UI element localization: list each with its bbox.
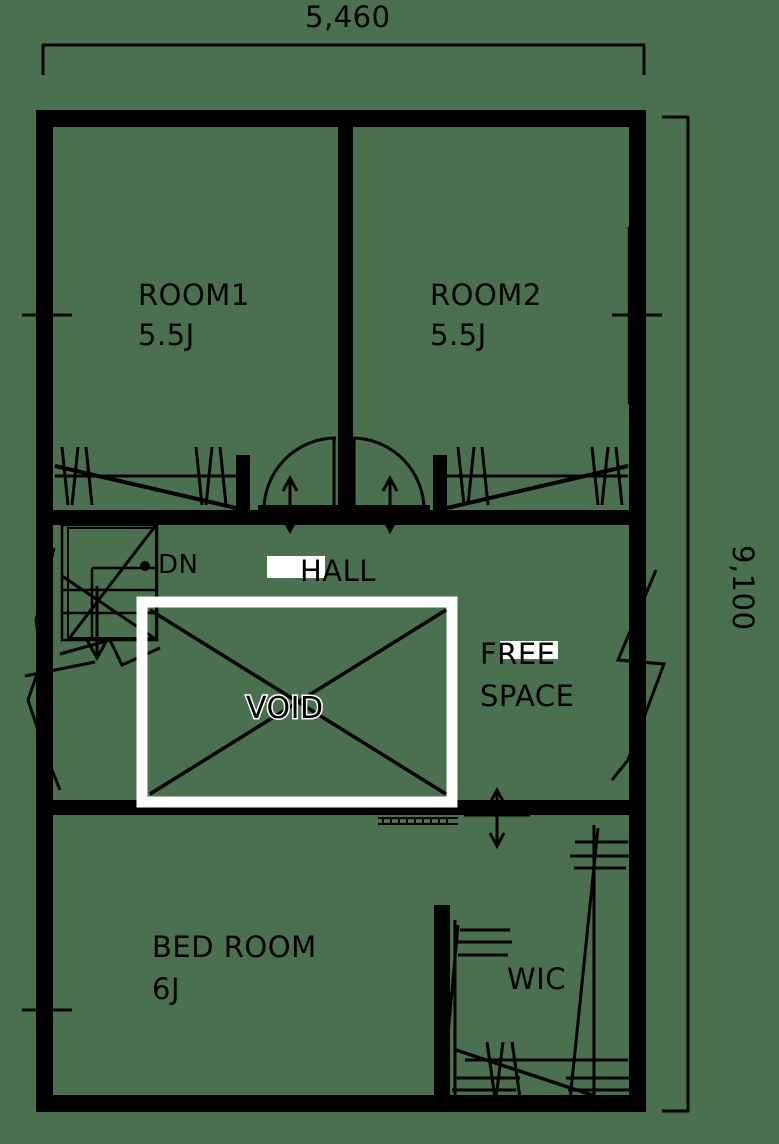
- void-opening: [136, 596, 458, 808]
- window-room2-right: [612, 226, 662, 405]
- hall-label-marker: [267, 556, 325, 578]
- wic-closet-rods: [440, 825, 632, 1101]
- door-room2-to-hall: [348, 436, 430, 535]
- room-label-free-line2: SPACE: [480, 679, 575, 713]
- stair-direction-label: DN: [158, 550, 199, 580]
- handrail-hatch: [378, 817, 458, 825]
- room-size-room1: 5.5J: [138, 318, 195, 352]
- closet-room1: [54, 446, 237, 510]
- door-room1-to-hall: [258, 436, 340, 535]
- dimension-top-value: 5,460: [305, 0, 391, 34]
- room-label-wic: WIC: [507, 962, 566, 996]
- dimension-right-value: 9,100: [726, 545, 760, 631]
- dimension-right: [662, 115, 690, 1113]
- room-label-void: VOID: [245, 689, 325, 727]
- dimension-top: [41, 43, 646, 75]
- window-room1-left: [22, 226, 72, 405]
- window-bedroom-left: [22, 920, 72, 1096]
- room-label-room1: ROOM1: [138, 278, 250, 312]
- closet-room2: [446, 446, 629, 510]
- room-label-free-line1: FREE: [480, 637, 556, 671]
- room-label-hall: HALL: [300, 554, 376, 588]
- room-label-room2: ROOM2: [430, 278, 542, 312]
- window-free-space-right: [610, 569, 667, 781]
- window-hall-left: [24, 547, 96, 791]
- staircase: [59, 523, 161, 667]
- free-space-label-marker: [500, 641, 558, 659]
- room-label-bedroom: BED ROOM: [152, 930, 317, 964]
- room-size-bedroom: 6J: [152, 972, 181, 1006]
- room-size-room2: 5.5J: [430, 318, 487, 352]
- door-freespace-bottom: [464, 786, 530, 850]
